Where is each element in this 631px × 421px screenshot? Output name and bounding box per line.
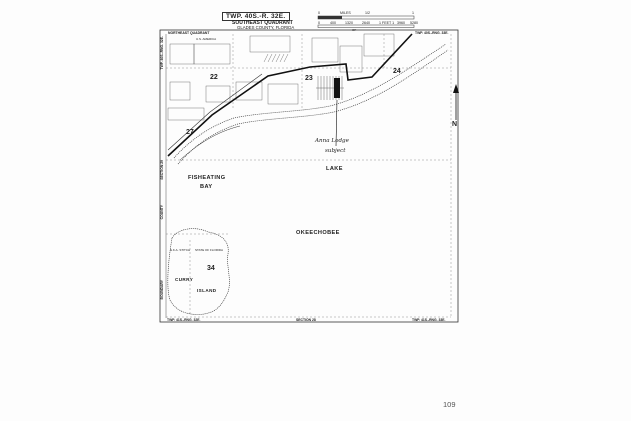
map-border [159, 29, 459, 323]
handwritten-anna-lodge: Anna Lodge [315, 138, 349, 144]
label-fisheating: FISHEATING [188, 175, 226, 181]
label-lake: LAKE [326, 166, 343, 172]
scale-feet-5280: 5280 [410, 20, 418, 25]
label-left-section: SECTION 29 [160, 160, 164, 180]
label-left-top: TWP. 40S.-RNG. 32E. [160, 36, 164, 70]
label-bottom-right: TWP. 41S.-RNG. 33E. [412, 318, 446, 322]
parcel [235, 81, 263, 101]
scale-label: MILES [340, 11, 351, 15]
section-22: 22 [210, 74, 218, 81]
label-of: OF [352, 28, 357, 32]
subject-parcel [334, 78, 340, 98]
parcel [311, 37, 339, 63]
map-title: TWP. 40S.-R. 32E. [222, 12, 290, 21]
map-county: GLADES COUNTY, FLORIDA [237, 25, 295, 30]
north-arrow-label: N [452, 121, 458, 128]
section-23: 23 [305, 75, 313, 82]
shoreline-outer [177, 49, 449, 165]
subject-pointer [335, 99, 338, 147]
label-left-county: COUNTY [160, 205, 164, 220]
section-34: 34 [207, 265, 215, 272]
scale-bar-fill [318, 16, 342, 19]
label-island: ISLAND [197, 288, 217, 293]
handwritten-subject: subject [325, 148, 346, 154]
scale-mark-1: 1 [412, 11, 414, 15]
label-bottom-center: SECTION 28 [296, 318, 316, 322]
scale-feet-3960: 3960 [397, 20, 405, 25]
shoreline-inner [173, 43, 447, 159]
scale-feet-400: 400 [330, 20, 336, 25]
hatched-strip [263, 53, 289, 63]
section-27: 27 [186, 129, 194, 136]
parcel [193, 43, 231, 65]
shore-edge [179, 125, 241, 161]
parcel [249, 35, 291, 53]
label-northeast-quadrant: NORTHEAST QUADRANT [168, 31, 210, 35]
scale-feet-label: 1 FEET 1 [379, 20, 395, 25]
label-curry: CURRY [175, 277, 194, 282]
scale-feet-1320: 1320 [345, 20, 353, 25]
parcel [169, 81, 191, 101]
railroad-line [167, 33, 413, 157]
parcel [339, 45, 363, 73]
parcel [205, 85, 231, 103]
scale-bar-feet [317, 24, 415, 28]
scale-feet-0: 0 [318, 20, 320, 25]
label-bottom-left: TWP. 41S.-RNG. 32E. [167, 318, 201, 322]
label-left-boundary: BOUNDARY [160, 280, 164, 300]
parcel [267, 83, 299, 105]
highway-line [167, 73, 263, 151]
label-us-america: U.S. AMERICA [196, 37, 217, 41]
label-ska-stitch: S.K.A. STITCH [170, 248, 191, 252]
label-bay: BAY [200, 184, 213, 190]
label-okeechobee: OKEECHOBEE [296, 230, 340, 236]
parcel [363, 33, 395, 57]
page-number: 109 [443, 400, 456, 409]
curry-island-outline [167, 228, 230, 315]
parcel [169, 43, 195, 65]
scale-feet-2640: 2640 [362, 20, 370, 25]
north-arrow-head [453, 84, 459, 93]
scale-mark-half: 1/2 [365, 11, 370, 15]
map-quadrant: SOUTHEAST QUADRANT [232, 20, 293, 26]
scale-mark-0: 0 [318, 11, 320, 15]
label-top-right: TWP. 40S.-RNG. 33E. [415, 31, 449, 35]
label-state-florida: STATE OF FLORIDA [195, 248, 224, 252]
section-24: 24 [393, 68, 401, 75]
parcel [167, 107, 205, 121]
